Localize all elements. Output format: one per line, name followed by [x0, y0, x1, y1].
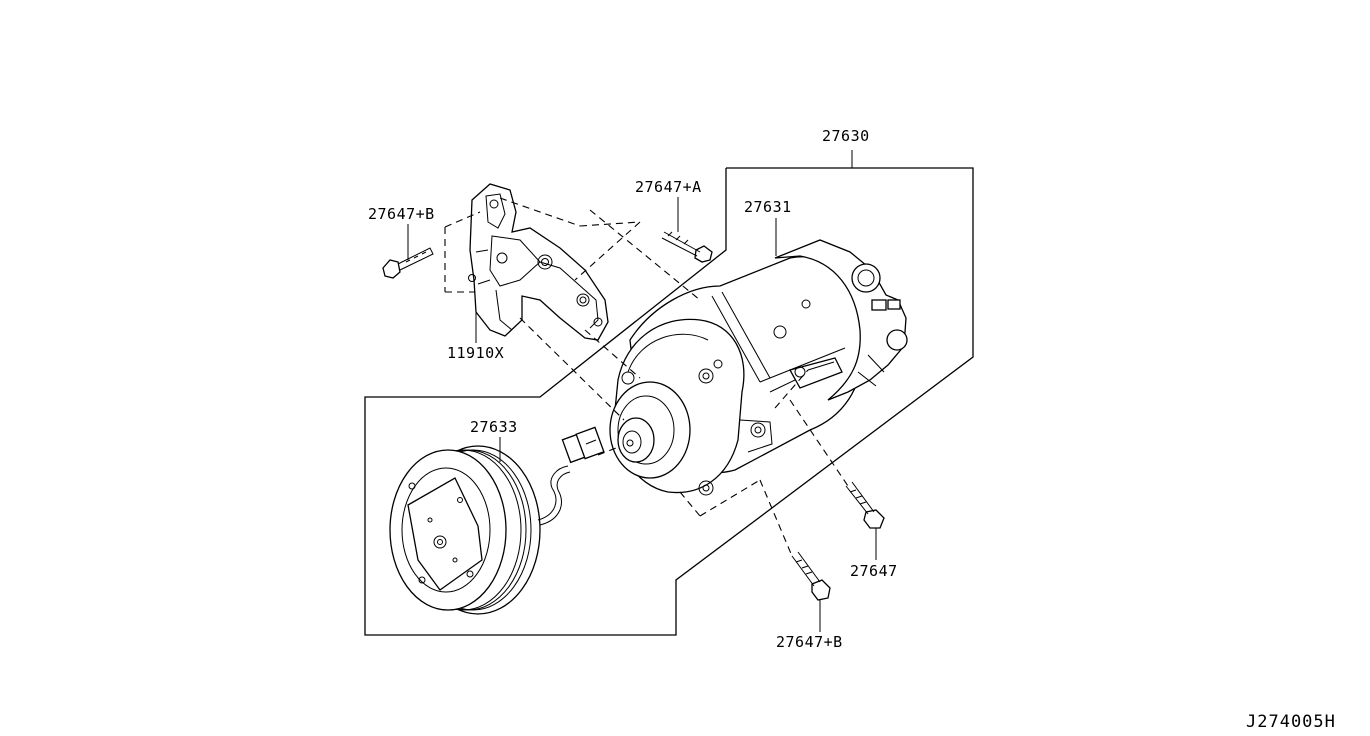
reference-code: J274005H	[1246, 712, 1336, 732]
label-27630: 27630	[822, 127, 870, 145]
label-27631: 27631	[744, 198, 792, 216]
bolt-27647-a	[661, 231, 713, 263]
mounting-bracket	[468, 183, 609, 343]
compressor-body	[609, 239, 908, 496]
clutch-pulley	[389, 426, 605, 615]
label-11910x: 11910X	[447, 344, 504, 362]
label-27647: 27647	[850, 562, 898, 580]
bolt-27647	[845, 481, 885, 529]
label-27633: 27633	[470, 418, 518, 436]
label-27647-a: 27647+A	[635, 178, 702, 196]
bolt-27647-b-bottom	[791, 551, 831, 601]
leader-lines	[407, 197, 877, 632]
label-27647-b-bottom: 27647+B	[776, 633, 843, 651]
label-27647-b-left: 27647+B	[368, 205, 435, 223]
assembly-dashed-lines	[444, 197, 849, 557]
assembly-boundary	[364, 150, 974, 636]
bolt-27647-b-left	[382, 247, 434, 279]
